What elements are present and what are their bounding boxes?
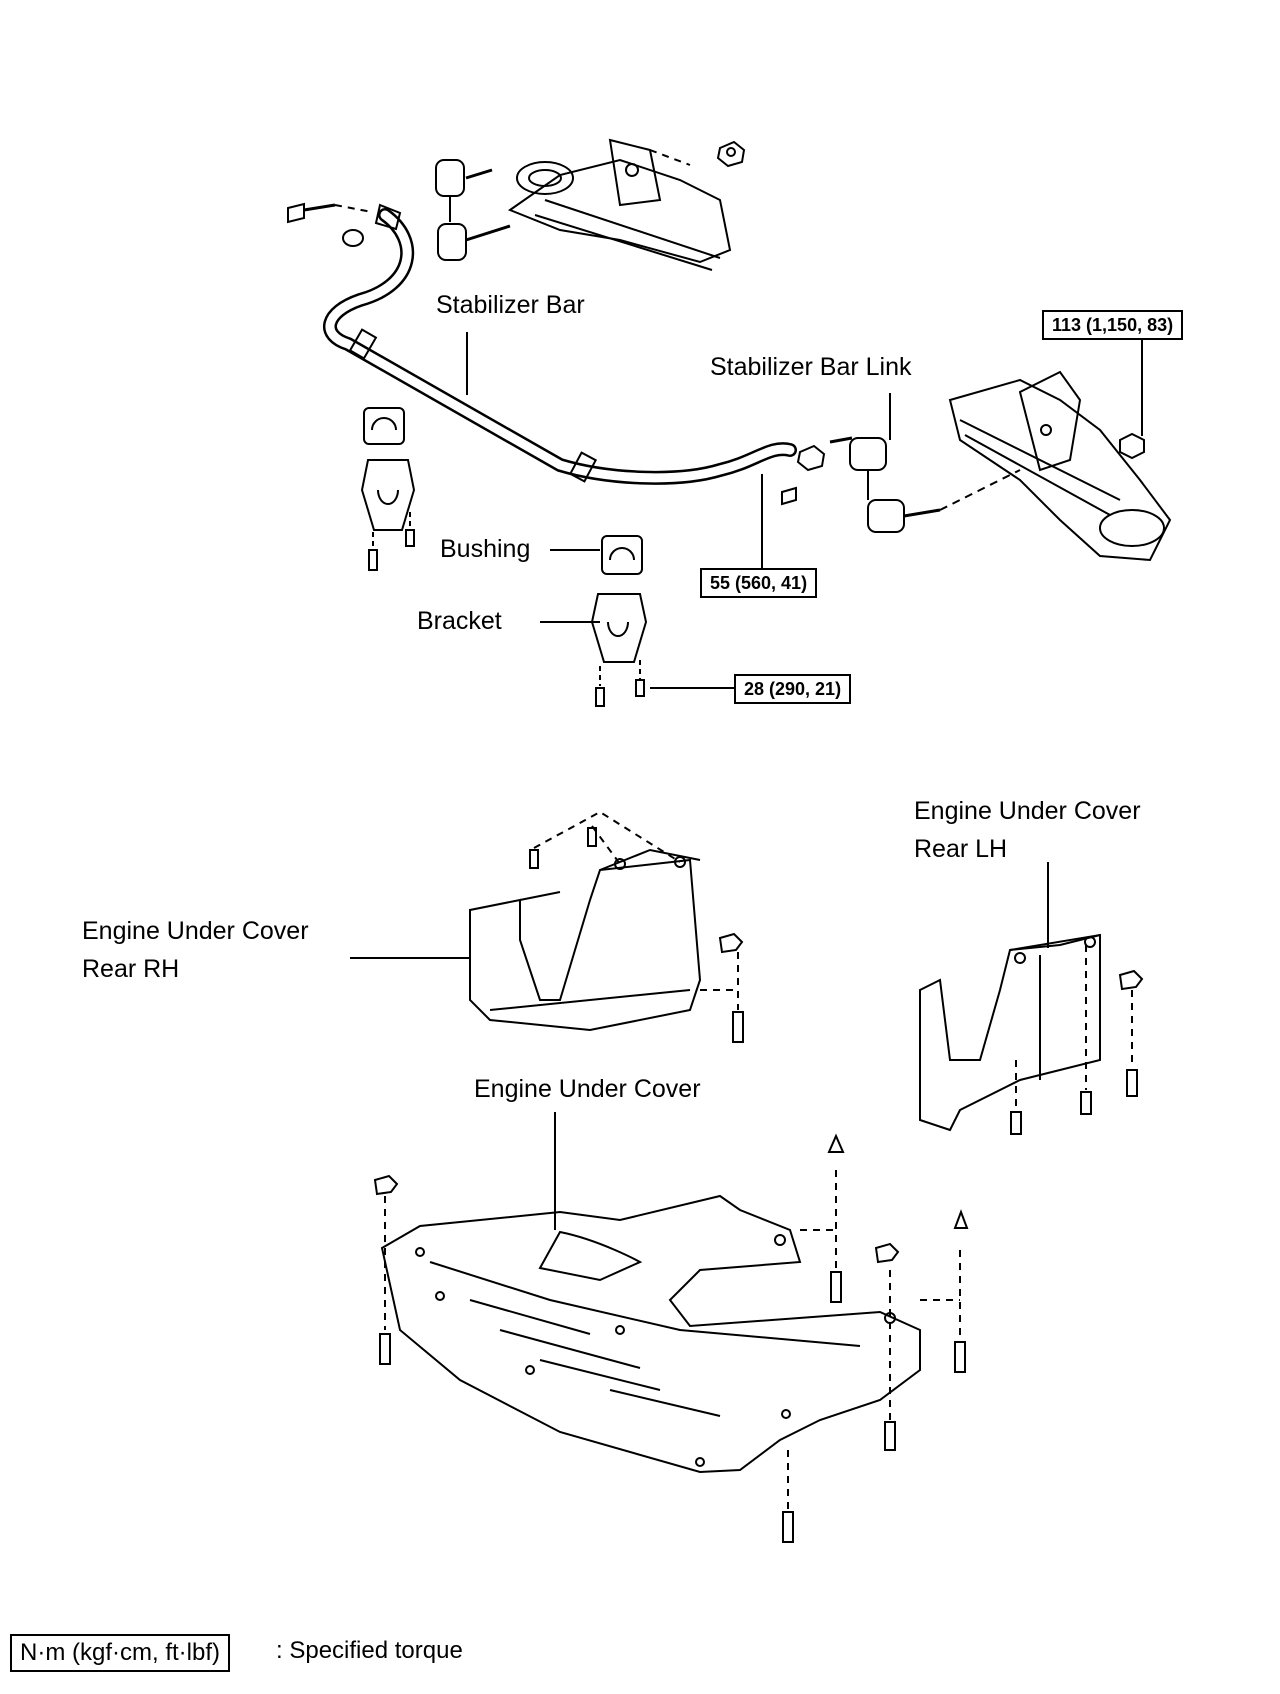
label-engine-under-cover-rear-rh-line1: Engine Under Cover <box>82 917 309 945</box>
label-stabilizer-bar-link: Stabilizer Bar Link <box>710 353 912 381</box>
bar-end-fasteners-left <box>287 202 373 247</box>
stabilizer-bar-link-left <box>435 159 511 261</box>
torque-spec-bar-nut: 55 (560, 41) <box>700 568 818 598</box>
engine-under-cover-fasteners <box>373 1133 969 1543</box>
torque-spec-bracket-bolt: 28 (290, 21) <box>734 674 852 704</box>
label-engine-under-cover-rear-rh-line2: Rear RH <box>82 955 180 983</box>
suspension-member-left <box>507 138 746 271</box>
label-engine-under-cover-rear-lh-line2: Rear LH <box>914 835 1008 863</box>
bushing-bracket-lower <box>590 535 648 707</box>
label-engine-under-cover: Engine Under Cover <box>474 1075 701 1103</box>
torque-spec-link-nut: 113 (1,150, 83) <box>1042 310 1184 340</box>
upper-leaders <box>466 332 1143 689</box>
legend-torque-unit: N·m (kgf·cm, ft·lbf) <box>10 1634 230 1672</box>
label-engine-under-cover-rear-lh-line1: Engine Under Cover <box>914 797 1141 825</box>
stabilizer-bar-link-right <box>781 436 1021 533</box>
label-bracket: Bracket <box>417 607 502 635</box>
label-bushing: Bushing <box>440 535 531 563</box>
stabilizer-bar <box>323 203 797 485</box>
legend-specified-torque: : Specified torque <box>276 1637 463 1664</box>
engine-under-cover-part <box>380 1194 921 1474</box>
bushing-bracket-left <box>360 407 416 571</box>
label-stabilizer-bar: Stabilizer Bar <box>436 291 585 319</box>
suspension-member-right <box>948 370 1172 562</box>
engine-under-cover-rear-lh-part <box>919 933 1144 1135</box>
engine-under-cover-rear-rh-part <box>469 810 744 1043</box>
